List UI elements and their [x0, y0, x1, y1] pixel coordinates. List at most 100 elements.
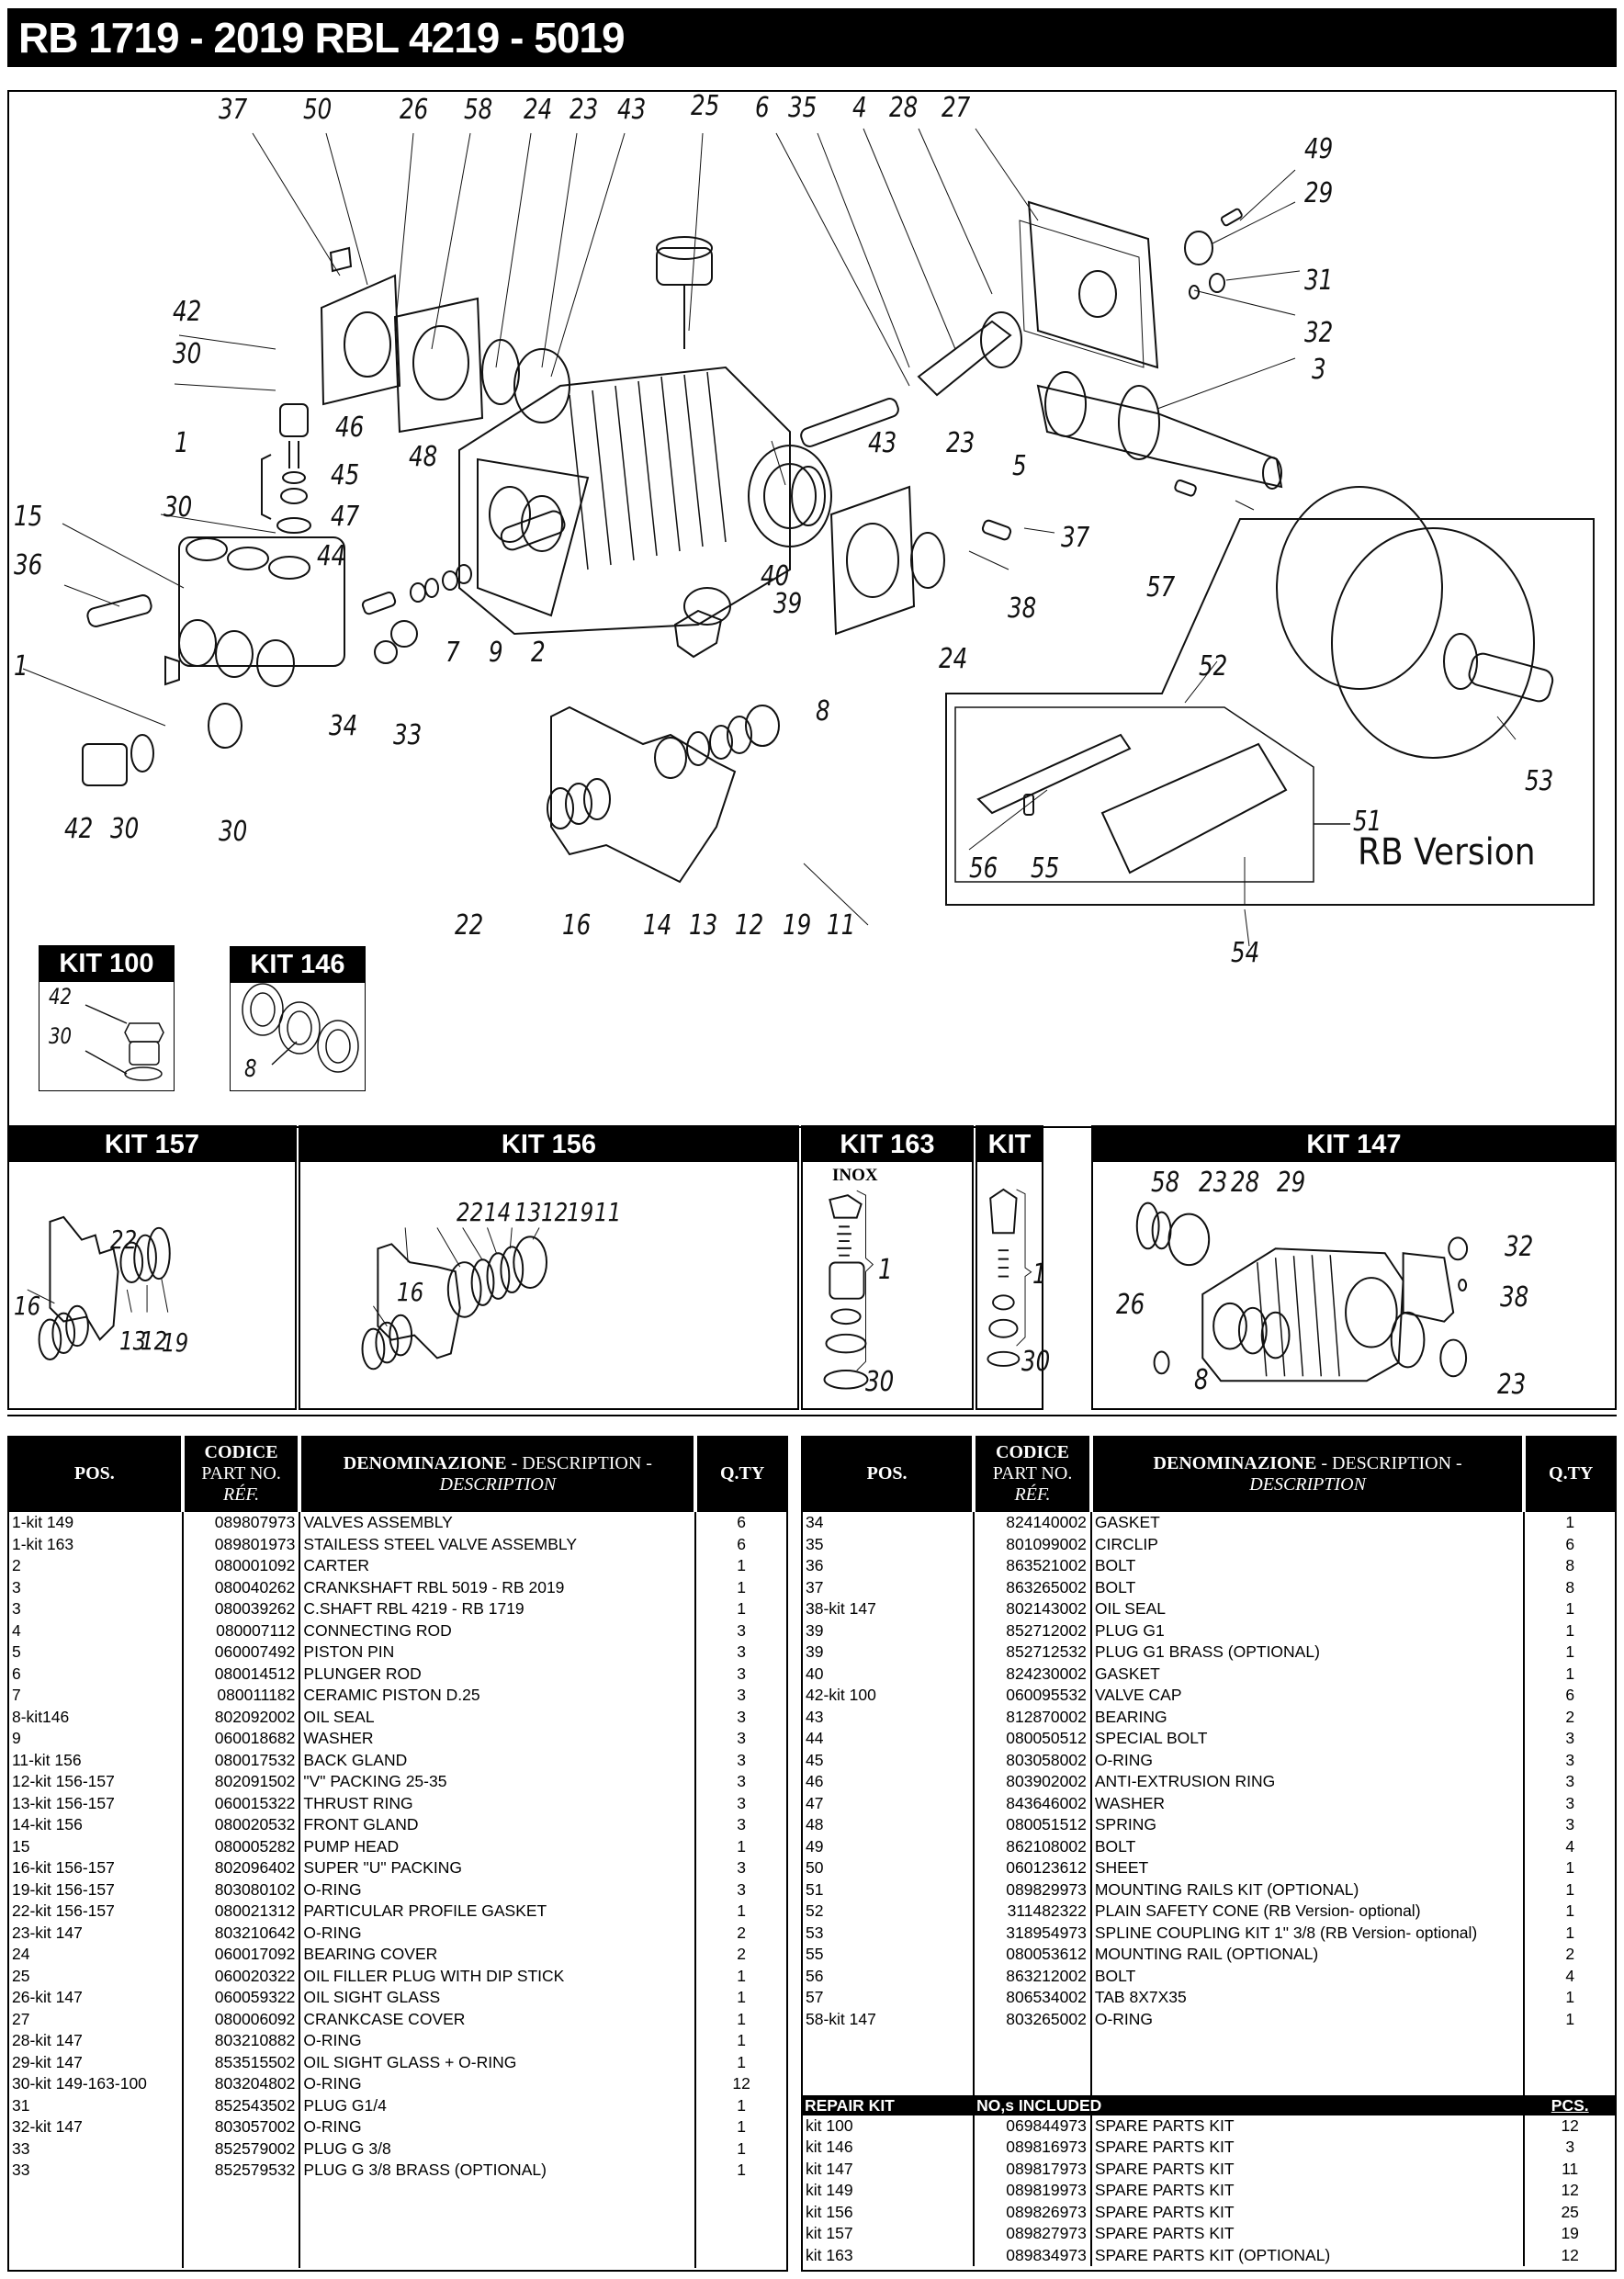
part-number-cell: 060123612 — [973, 1857, 1092, 1879]
part-number-cell: 060007492 — [181, 1642, 301, 1664]
col-header-pos: POS. — [8, 1436, 183, 1512]
pos-cell: 50 — [800, 1857, 976, 1879]
qty-cell: 8 — [1523, 1576, 1617, 1598]
qty-cell: 1 — [1523, 1878, 1617, 1901]
small-parts-drawing — [981, 208, 1243, 541]
part-number-cell: 801099002 — [973, 1533, 1092, 1555]
code-header-line-2: PART NO. — [992, 1463, 1073, 1484]
kit-cell: kit 146 — [800, 2137, 976, 2159]
empty-cell — [800, 2073, 976, 2095]
part-number-cell: 080005282 — [181, 1835, 301, 1857]
qty-cell: 1 — [1523, 1901, 1617, 1923]
empty-cell — [299, 2246, 697, 2268]
pos-cell: 31 — [7, 2094, 184, 2116]
description-cell: PISTON PIN — [299, 1642, 697, 1664]
pos-cell: 49 — [800, 1835, 976, 1857]
callout-label: 27 — [942, 92, 971, 124]
callout-label: 28 — [1231, 1167, 1260, 1199]
valve-stack-drawing — [82, 403, 731, 786]
part-number-cell: 824140002 — [973, 1512, 1092, 1534]
pos-cell: 34 — [800, 1512, 976, 1534]
kit-146-title: KIT 146 — [230, 946, 366, 983]
qty-cell: 1 — [694, 2030, 788, 2052]
qty-cell: 1 — [694, 2051, 788, 2073]
kit-100-title: KIT 100 — [39, 945, 175, 982]
empty-cell — [1089, 2030, 1526, 2052]
pos-cell: 7 — [7, 1685, 184, 1707]
exploded-diagram — [22, 128, 1595, 947]
description-cell: PARTICULAR PROFILE GASKET — [299, 1901, 697, 1923]
callout-label: 37 — [1061, 522, 1090, 554]
code-header-line-1: CODICE — [996, 1442, 1070, 1462]
rb-version-label: RB Version — [1358, 831, 1536, 874]
callout-label: 42 — [64, 813, 94, 845]
qty-cell: 3 — [1523, 1814, 1617, 1836]
callout-label: 58 — [1151, 1167, 1180, 1199]
part-number-cell: 802091502 — [181, 1771, 301, 1793]
qty-cell: 1 — [694, 1576, 788, 1598]
kit-cell: kit 100 — [800, 2115, 976, 2137]
callout-label: 57 — [1146, 571, 1176, 604]
part-number-cell: 824230002 — [973, 1663, 1092, 1685]
pos-cell: 47 — [800, 1792, 976, 1814]
description-cell: C.SHAFT RBL 4219 - RB 1719 — [299, 1598, 697, 1620]
col-header-qty: Q.TY — [1522, 1436, 1616, 1512]
callout-label: 30 — [865, 1366, 895, 1398]
kit-157-panel: KIT 157 22 16 13 12 19 — [7, 1125, 297, 1410]
part-number-cell: 089829973 — [973, 1878, 1092, 1901]
part-number-cell: 803204802 — [181, 2073, 301, 2095]
callout-label: 58 — [464, 94, 493, 126]
kit-156-title: KIT 156 — [300, 1127, 797, 1162]
pos-cell: 38-kit 147 — [800, 1598, 976, 1620]
callout-label: 26 — [1116, 1289, 1145, 1321]
oil-dipstick-drawing — [656, 236, 713, 349]
desc-header-it: DENOMINAZIONE — [1153, 1452, 1317, 1473]
empty-cell — [973, 2051, 1092, 2073]
description-cell: BOLT — [1089, 1576, 1526, 1598]
callout-label: 22 — [455, 909, 484, 942]
description-cell: PLUG G1 — [1089, 1619, 1526, 1642]
kit-149-title: KIT 149 — [977, 1127, 1042, 1194]
callout-label: 19 — [567, 1197, 594, 1227]
qty-cell: 3 — [1523, 1792, 1617, 1814]
pos-cell: 22-kit 156-157 — [7, 1901, 184, 1923]
callout-label: 42 — [173, 296, 202, 328]
description-cell: SHEET — [1089, 1857, 1526, 1879]
part-number-cell: 089801973 — [181, 1533, 301, 1555]
part-number-cell: 080006092 — [181, 2008, 301, 2030]
callout-label: 38 — [1500, 1281, 1529, 1314]
kit-157-drawing — [27, 1215, 171, 1360]
pos-cell: 27 — [7, 2008, 184, 2030]
description-cell: BOLT — [1089, 1965, 1526, 1987]
pos-cell: 55 — [800, 1944, 976, 1966]
description-cell: BACK GLAND — [299, 1749, 697, 1771]
rb-version-panel — [945, 486, 1595, 947]
description-cell: GASKET — [1089, 1663, 1526, 1685]
callout-label: 16 — [14, 1291, 41, 1321]
description-cell: O-RING — [1089, 2008, 1526, 2030]
pos-cell: 42-kit 100 — [800, 1685, 976, 1707]
description-cell: PLUNGER ROD — [299, 1663, 697, 1685]
description-cell: PLUG G 3/8 — [299, 2138, 697, 2160]
pos-cell: 46 — [800, 1771, 976, 1793]
empty-cell — [7, 2181, 184, 2203]
pos-cell: 9 — [7, 1728, 184, 1750]
pos-cell: 36 — [800, 1555, 976, 1577]
kit-description-cell: SPARE PARTS KIT (OPTIONAL) — [1089, 2244, 1526, 2266]
callout-label: 30 — [49, 1023, 73, 1049]
part-number-cell: 803080102 — [181, 1878, 301, 1901]
